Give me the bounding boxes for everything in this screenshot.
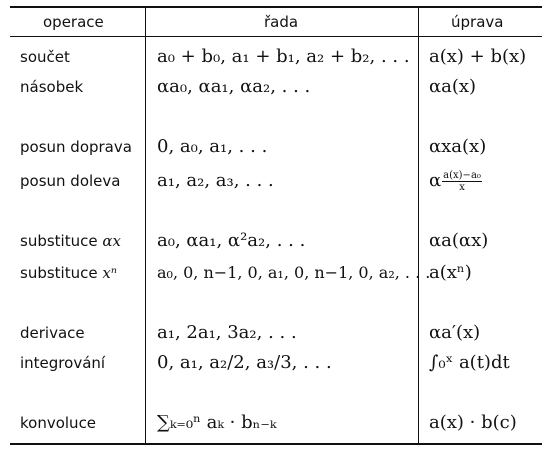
- op-label: násobek: [20, 78, 84, 96]
- adjustment: a(xⁿ): [429, 262, 472, 283]
- bottom-rule: [10, 443, 542, 445]
- series: a₀ + b₀, a₁ + b₁, a₂ + b₂, . . .: [157, 46, 410, 67]
- adjustment: αa(αx): [429, 230, 489, 251]
- operations-table: operace řada úprava součet a₀ + b₀, a₁ +…: [10, 6, 542, 445]
- header-rada: řada: [264, 13, 299, 31]
- op-label: součet: [20, 48, 70, 66]
- adjustment: a(x) + b(x): [429, 46, 527, 67]
- series: a₀, 0, n−1, 0, a₁, 0, n−1, 0, a₂, . . .: [157, 263, 431, 282]
- op-math: xⁿ: [102, 264, 117, 282]
- series: 0, a₁, a₂/2, a₃/3, . . .: [157, 352, 332, 373]
- op-label: posun doleva: [20, 172, 121, 190]
- column-divider-1: [145, 6, 146, 445]
- series: 0, a₀, a₁, . . .: [157, 136, 268, 157]
- op-label: konvoluce: [20, 414, 97, 432]
- op-label: integrování: [20, 354, 106, 372]
- op-label: substituce αx: [20, 226, 121, 256]
- series: a₀, αa₁, α²a₂, . . .: [157, 230, 306, 251]
- header-uprava: úprava: [451, 13, 504, 31]
- top-rule: [10, 6, 542, 8]
- adjustment: αa′(x): [429, 322, 481, 343]
- series: a₁, a₂, a₃, . . .: [157, 170, 274, 191]
- header-rule: [10, 36, 542, 37]
- op-label: substituce xⁿ: [20, 258, 117, 288]
- adjustment: a(x) · b(c): [429, 412, 517, 433]
- row-posun-doprava: posun doprava 0, a₀, a₁, . . . αxa(x): [10, 132, 542, 162]
- series: αa₀, αa₁, αa₂, . . .: [157, 76, 311, 97]
- row-integrovani: integrování 0, a₁, a₂/2, a₃/3, . . . ∫₀ˣ…: [10, 348, 542, 378]
- series: ∑ₖ₌₀ⁿ aₖ · bₙ₋ₖ: [157, 412, 277, 433]
- adjustment: αa(x): [429, 76, 477, 97]
- header-operace: operace: [43, 13, 104, 31]
- op-label: derivace: [20, 324, 85, 342]
- row-substituce-xn: substituce xⁿ a₀, 0, n−1, 0, a₁, 0, n−1,…: [10, 258, 542, 288]
- series: a₁, 2a₁, 3a₂, . . .: [157, 322, 297, 343]
- adjustment-coef: α: [429, 170, 442, 191]
- row-derivace: derivace a₁, 2a₁, 3a₂, . . . αa′(x): [10, 318, 542, 348]
- op-text: substituce: [20, 264, 98, 282]
- row-soucet: součet a₀ + b₀, a₁ + b₁, a₂ + b₂, . . . …: [10, 42, 542, 72]
- op-label: posun doprava: [20, 138, 132, 156]
- fraction-numerator: a(x)−a₀: [442, 169, 482, 182]
- row-substituce-alpha: substituce αx a₀, αa₁, α²a₂, . . . αa(αx…: [10, 226, 542, 256]
- adjustment: ∫₀ˣ a(t)dt: [429, 352, 510, 373]
- column-divider-2: [418, 6, 419, 445]
- op-math: αx: [102, 232, 121, 250]
- adjustment: αxa(x): [429, 136, 487, 157]
- row-konvoluce: konvoluce ∑ₖ₌₀ⁿ aₖ · bₙ₋ₖ a(x) · b(c): [10, 408, 542, 438]
- op-text: substituce: [20, 232, 98, 250]
- fraction-denominator: x: [459, 181, 465, 193]
- row-nasobek: násobek αa₀, αa₁, αa₂, . . . αa(x): [10, 72, 542, 102]
